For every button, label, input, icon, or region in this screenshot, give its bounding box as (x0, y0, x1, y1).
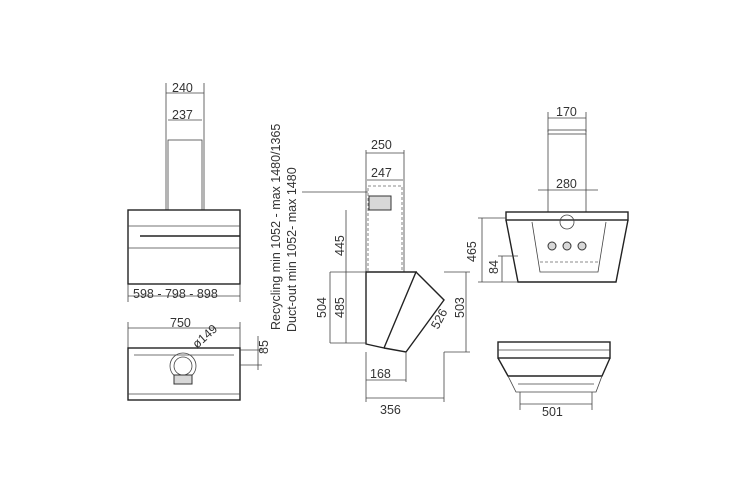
side-view: 250 247 445 504 485 526 503 168 356 (302, 138, 470, 417)
side-top-outer: 250 (371, 138, 392, 152)
side-485: 485 (333, 297, 347, 318)
plan-height: 85 (257, 340, 271, 354)
underside-body (497, 357, 611, 377)
back-465: 465 (465, 241, 479, 262)
front-chimney (167, 139, 203, 211)
side-445: 445 (333, 235, 347, 256)
side-504: 504 (315, 297, 329, 318)
front-width-options: 598 - 798 - 898 (133, 287, 218, 301)
plan-outline (127, 347, 241, 401)
side-hood-profile (365, 271, 418, 349)
side-168: 168 (370, 367, 391, 381)
plan-view: 750 ø149 85 (127, 316, 271, 401)
back-view: 170 280 465 84 (465, 105, 629, 283)
back-170: 170 (556, 105, 577, 119)
height-note-recycling: Recycling min 1052 - max 1480/1365 (269, 124, 283, 330)
back-84: 84 (487, 260, 501, 274)
side-356: 356 (380, 403, 401, 417)
under-501: 501 (542, 405, 563, 419)
side-top-inner: 247 (371, 166, 392, 180)
front-hood-body (127, 209, 241, 285)
underside-view: 501 (497, 341, 611, 419)
back-280: 280 (556, 177, 577, 191)
back-hood-top (505, 211, 629, 221)
front-width-top-outer: 240 (172, 81, 193, 95)
height-note-ductout: Duct-out min 1052- max 1480 (285, 167, 299, 332)
back-hood-body (505, 219, 629, 283)
plan-duct-diameter: ø149 (190, 322, 221, 352)
front-view: 240 237 598 - 798 - 898 (127, 81, 241, 302)
side-503: 503 (453, 297, 467, 318)
plan-width: 750 (170, 316, 191, 330)
side-526: 526 (428, 306, 450, 331)
front-width-top-inner: 237 (172, 108, 193, 122)
